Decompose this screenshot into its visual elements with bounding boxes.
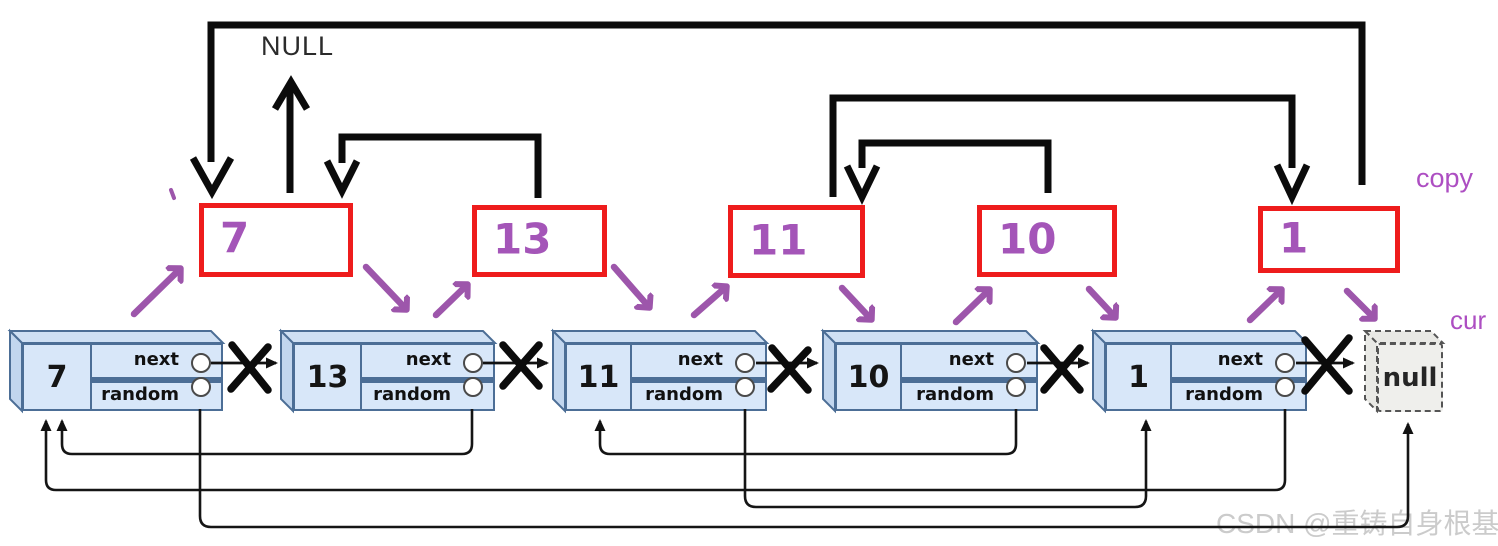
cur-pointer-label: cur [1450,305,1487,335]
original-node-10: 10 next random [835,343,1038,411]
interleave-arrow-up [952,290,989,326]
arrowhead-up [271,75,311,111]
next-field-label: next [677,349,723,370]
random-field-label: random [101,384,179,405]
null-terminator-box: null [1377,343,1443,412]
copy-random-arrow-10-to-11 [858,139,1052,193]
arrowhead-down [843,164,881,206]
random-field-row: random [902,377,1036,409]
next-field-row: next [632,345,765,380]
cross-out-x [1301,334,1353,395]
next-field-row: next [1172,345,1305,380]
interleave-arrow-up [432,285,467,319]
random-curve-10-to-11 [594,409,1018,456]
null-pointer-label: NULL [261,31,335,61]
watermark: CSDN @重铸自身根基 [1216,508,1498,539]
random-curve-11-to-1 [743,409,1152,509]
random-field-label: random [916,384,994,405]
copy-node-10: 10 [977,205,1117,277]
random-pointer-circle [1275,377,1295,397]
random-pointer-circle [1006,377,1026,397]
random-curve-13-to-7 [56,409,474,456]
interleave-arrow-down [1343,287,1374,318]
random-field-label: random [1185,384,1263,405]
interleave-arrow-down [362,263,406,309]
next-pointer-circle [191,353,211,373]
original-node-13: 13 next random [293,343,495,411]
next-field-row: next [92,345,221,380]
next-field-row: next [902,345,1036,380]
copy-node-value: 7 [220,213,250,263]
random-field-label: random [373,384,451,405]
arrowhead-down [323,159,361,199]
arrowhead-down [189,156,235,200]
cross-out-x [499,341,543,390]
interleave-arrow-up [1246,290,1281,324]
interleave-arrow-up [690,287,726,319]
interleave-arrow-down [610,263,649,307]
copy-random-arrows-layer [189,21,1366,206]
next-pointer-circle [463,353,483,373]
copy-pointer-label: copy [1416,163,1474,193]
next-field-label: next [133,349,179,370]
original-random-curves-layer [40,409,1414,529]
next-field-label: next [405,349,451,370]
copy-node-11: 11 [728,205,865,278]
copy-node-1: 1 [1258,206,1400,273]
next-pointer-circle [1006,353,1026,373]
node-value-cell: 7 [24,345,92,409]
cross-out-x [1040,344,1084,394]
copy-random-arrow-1-to-7 [207,21,1366,185]
copy-node-value: 10 [998,214,1057,264]
original-node-11: 11 next random [565,343,767,411]
cross-out-x [227,341,272,394]
random-curve-1-to-7 [40,409,1287,492]
copy-node-13: 13 [472,205,607,277]
node-value-cell: 1 [1107,345,1172,409]
copy-node-7: 7 [199,203,353,277]
next-field-row: next [362,345,493,380]
node-value-cell: 13 [295,345,362,409]
node-value-cell: 11 [567,345,632,409]
copy-node-value: 1 [1279,213,1309,263]
random-field-row: random [632,377,765,409]
random-field-row: random [1172,377,1305,409]
random-field-label: random [645,384,723,405]
original-node-1: 1 next random [1105,343,1307,411]
next-field-label: next [1217,349,1263,370]
arrowhead-down [1273,163,1311,206]
copy-random-arrow-11-to-1 [829,94,1296,197]
next-pointer-circle [1275,353,1295,373]
original-node-7: 7 next random [22,343,223,411]
copy-node-value: 13 [493,214,552,264]
next-pointer-circle [735,353,755,373]
random-pointer-circle [463,377,483,397]
random-field-row: random [362,377,493,409]
interleave-arrow-up [130,269,180,318]
copy-node-value: 11 [749,215,808,265]
copy-random-arrow-13-to-7 [338,133,542,198]
random-pointer-circle [191,377,211,397]
random-field-row: random [92,377,221,409]
purple-stray-tick [169,188,176,200]
interleave-arrow-down [838,284,871,319]
cross-out-x [767,344,812,394]
interleave-arrow-down [1085,285,1115,317]
next-field-label: next [948,349,994,370]
random-pointer-circle [735,377,755,397]
node-value-cell: 10 [837,345,902,409]
null-terminator-label: null [1382,362,1438,393]
